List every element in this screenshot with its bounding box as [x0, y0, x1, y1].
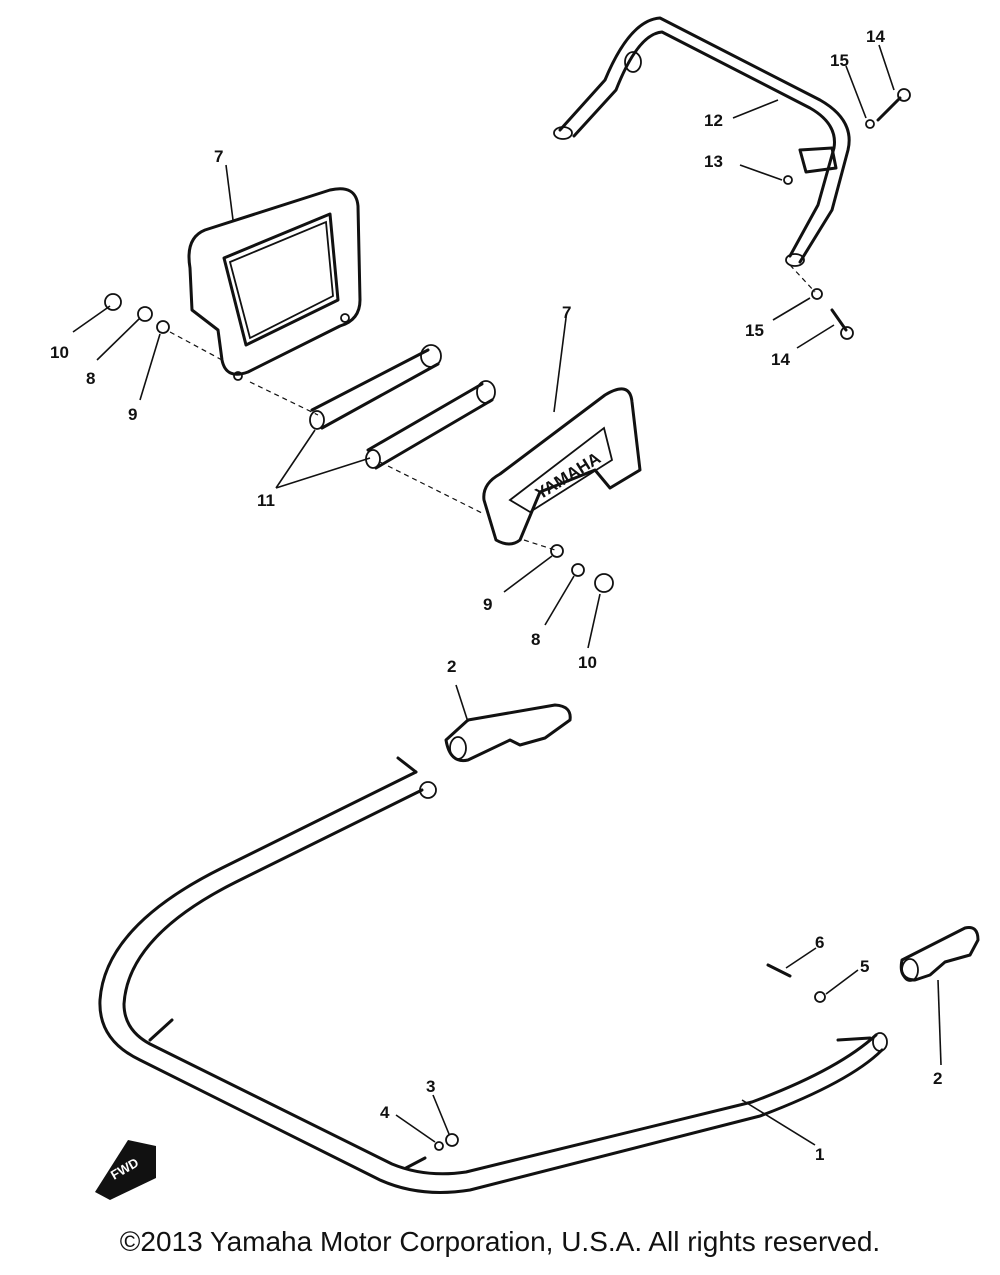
grab-rail-12 [553, 16, 851, 267]
parts-diagram: YAMAHA [50, 16, 980, 1200]
callout-7-left: 7 [214, 147, 223, 166]
callout-6: 6 [815, 933, 824, 952]
callout-15-lower: 15 [745, 321, 764, 340]
copyright-notice: ©2013 Yamaha Motor Corporation, U.S.A. A… [119, 1226, 881, 1257]
bumper-rail-1 [98, 756, 888, 1194]
seat-back-frame-7-left [187, 187, 362, 381]
callout-13: 13 [704, 152, 723, 171]
callout-14-lower: 14 [771, 350, 790, 369]
washer-8-left [137, 306, 153, 322]
callout-3: 3 [426, 1077, 435, 1096]
callout-4: 4 [380, 1103, 390, 1122]
bolt-14-lower [811, 288, 854, 340]
callout-1: 1 [815, 1145, 824, 1164]
bolt-6 [766, 963, 792, 978]
callout-5: 5 [860, 957, 869, 976]
callout-2-lower: 2 [933, 1069, 942, 1088]
washer-9-right [550, 544, 564, 558]
forward-arrow-icon: FWD [95, 1140, 156, 1200]
nut-10-left [104, 293, 122, 311]
callout-12: 12 [704, 111, 723, 130]
washer-4 [434, 1141, 444, 1151]
bolt-14-top [865, 88, 911, 129]
mounting-plate-7-right: YAMAHA [482, 387, 642, 546]
callout-9-right: 9 [483, 595, 492, 614]
cross-bars-11 [309, 344, 496, 470]
callout-7-right: 7 [562, 303, 571, 322]
callout-14-top: 14 [866, 27, 885, 46]
plate-stamp: YAMAHA [532, 449, 604, 504]
nut-10-right [594, 573, 614, 593]
fastener-13 [783, 175, 793, 185]
washer-8-right [571, 563, 585, 577]
callout-2-upper: 2 [447, 657, 456, 676]
washer-5 [814, 991, 826, 1003]
nut-3 [445, 1133, 459, 1147]
callout-8-left: 8 [86, 369, 95, 388]
callout-9-left: 9 [128, 405, 137, 424]
bracket-2-upper [444, 703, 572, 763]
callout-10-right: 10 [578, 653, 597, 672]
callout-15-top: 15 [830, 51, 849, 70]
callout-11: 11 [257, 491, 275, 510]
washer-9-left [156, 320, 170, 334]
callout-10-left: 10 [50, 343, 69, 362]
callout-8-right: 8 [531, 630, 540, 649]
bracket-2-lower [899, 926, 980, 982]
